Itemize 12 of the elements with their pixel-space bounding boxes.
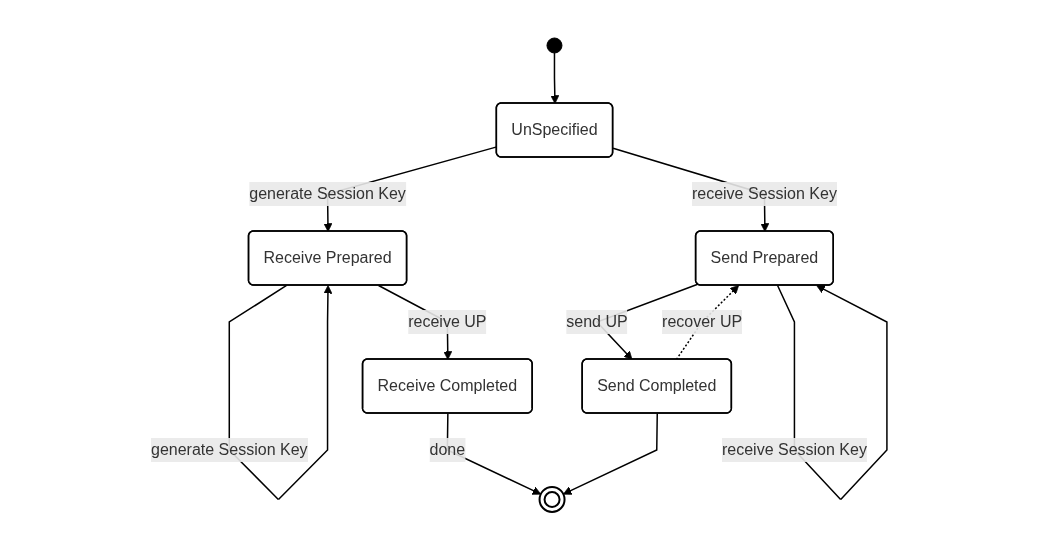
arrow (563, 412, 659, 495)
node-circle (546, 37, 563, 54)
edge-label: generate Session Key (151, 440, 308, 458)
edge-label: send UP (566, 312, 628, 330)
edge-label: receive Session Key (691, 185, 837, 202)
edge-label: recover UP (662, 312, 743, 330)
edge-label: generate Session Key (249, 185, 406, 202)
edge-label: receive Session Key (721, 440, 867, 458)
node-circle (538, 486, 566, 513)
edge-label: done (429, 440, 466, 458)
edge-label: receive UP (408, 312, 487, 330)
arrow (550, 52, 560, 104)
